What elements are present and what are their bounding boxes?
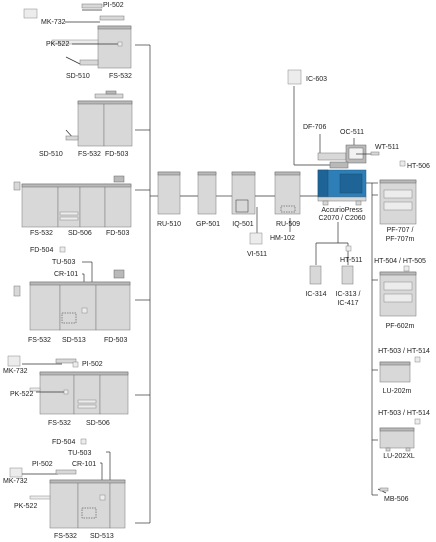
label-ht-503-a: HT-503 / HT-514 (378, 348, 430, 355)
label-fs-532: FS-532 (30, 230, 53, 237)
label-fd-503: FD-503 (104, 337, 127, 344)
label-ht-506: HT-506 (407, 163, 430, 170)
label-pf-707-1: PF-707 / (387, 227, 414, 234)
label-pf-602m: PF-602m (386, 323, 415, 330)
label-ht-511: HT-511 (340, 257, 363, 264)
label-ic-314: IC-314 (305, 291, 326, 298)
label-ht-504: HT-504 / HT-505 (374, 258, 426, 265)
label-mb-506: MB-506 (384, 496, 409, 503)
label-ht-503-b: HT-503 / HT-514 (378, 410, 430, 417)
label-fs-532: FS-532 (28, 337, 51, 344)
label-df-706: DF-706 (303, 124, 326, 131)
label-cr-101: CR-101 (54, 271, 78, 278)
main-unit: IC-603 DF-706 OC-511 WT-511 AccurioPress… (287, 69, 399, 307)
label-pi-502: PI-502 (32, 461, 53, 468)
label-main-model-2: C2070 / C2060 (318, 215, 365, 222)
label-tu-503: TU-503 (52, 259, 75, 266)
label-fd-504: FD-504 (52, 439, 75, 446)
label-lu-202m: LU-202m (383, 388, 412, 395)
label-fd-504: FD-504 (30, 247, 53, 254)
config-group-2: SD-510 FS-532 FD-503 (39, 90, 133, 158)
label-ru-509: RU-509 (276, 221, 300, 228)
label-tu-503: TU-503 (68, 450, 91, 457)
middle-chain: RU-510 GP-501 IQ-501 VI-511 RU-509 HM-10… (157, 171, 301, 258)
label-pi-502: PI-502 (103, 2, 124, 9)
label-iq-501: IQ-501 (232, 221, 254, 228)
label-fs-532: FS-532 (54, 533, 77, 540)
label-sd-506: SD-506 (86, 420, 110, 427)
label-lu-202xl: LU-202XL (383, 453, 415, 460)
label-sd-506: SD-506 (68, 230, 92, 237)
config-group-4: FD-504 TU-503 CR-101 FS-532 SD-513 FD-50… (13, 246, 131, 344)
label-hm-102: HM-102 (270, 235, 295, 242)
label-wt-511: WT-511 (375, 144, 399, 151)
label-ic-313-1: IC-313 / (336, 291, 361, 298)
label-vi-511: VI-511 (247, 251, 267, 258)
label-mk-732: MK-732 (3, 478, 28, 485)
label-ru-510: RU-510 (157, 221, 181, 228)
label-fd-503: FD-503 (106, 230, 129, 237)
connector-lines (135, 44, 378, 524)
label-fs-532: FS-532 (78, 151, 101, 158)
label-sd-513: SD-513 (62, 337, 86, 344)
label-pk-522: PK-522 (10, 391, 33, 398)
config-group-1: PI-502 MK-732 PK-522 SD-510 FS-532 (23, 2, 132, 80)
label-pk-522: PK-522 (46, 41, 69, 48)
label-oc-511: OC-511 (340, 129, 364, 136)
label-fd-503: FD-503 (105, 151, 128, 158)
label-ic-603: IC-603 (306, 76, 327, 83)
config-group-3: FS-532 SD-506 FD-503 (13, 175, 132, 237)
label-fs-532: FS-532 (48, 420, 71, 427)
label-sd-510: SD-510 (39, 151, 63, 158)
label-pi-502: PI-502 (82, 361, 103, 368)
config-group-5: MK-732 PI-502 PK-522 FS-532 SD-506 (3, 355, 129, 427)
label-pf-707-2: PF-707m (386, 236, 415, 243)
config-group-6: FD-504 TU-503 PI-502 CR-101 MK-732 PK-52… (3, 438, 126, 540)
label-main-model-1: AccurioPress (321, 207, 363, 214)
label-mk-732: MK-732 (3, 368, 28, 375)
label-pk-522: PK-522 (14, 503, 37, 510)
label-fs-532: FS-532 (109, 73, 132, 80)
right-column: HT-506 PF-707 / PF-707m HT-504 / HT-505 … (374, 160, 430, 503)
label-sd-510: SD-510 (66, 73, 90, 80)
label-ic-313-2: IC-417 (337, 300, 358, 307)
label-mk-732: MK-732 (41, 19, 66, 26)
label-cr-101: CR-101 (72, 461, 96, 468)
label-sd-513: SD-513 (90, 533, 114, 540)
label-gp-501: GP-501 (196, 221, 220, 228)
